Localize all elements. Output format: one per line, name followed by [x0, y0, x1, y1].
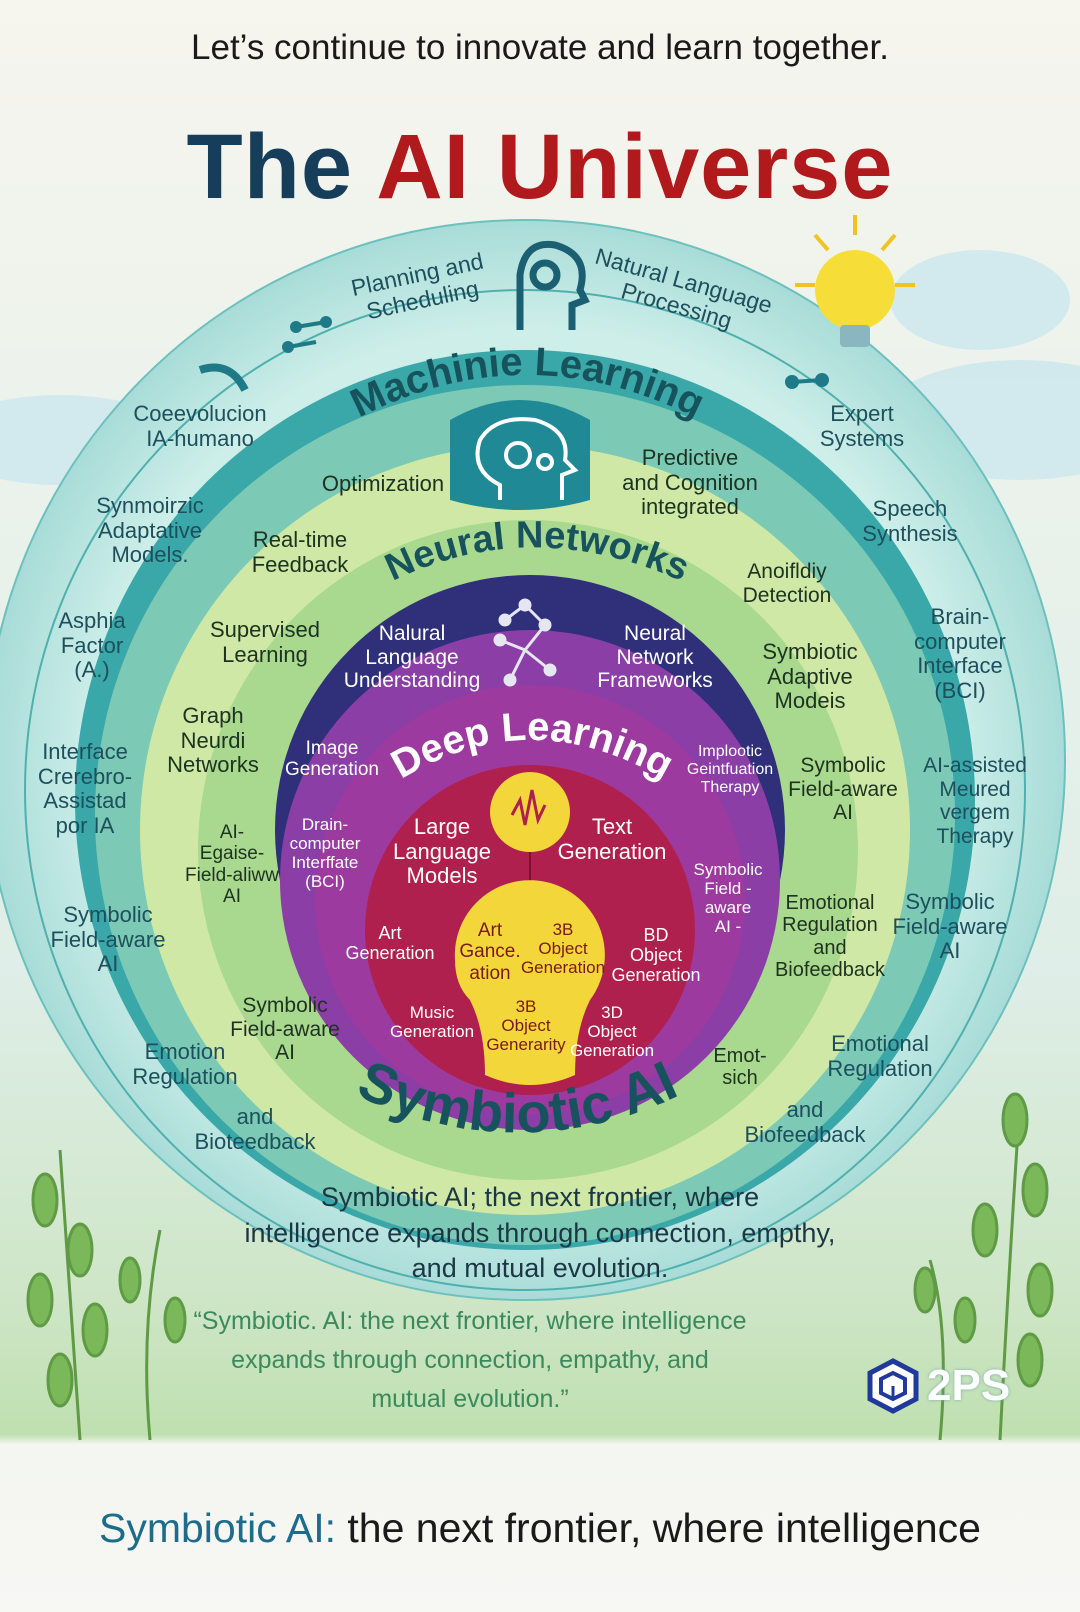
- page-title: The AI Universe: [0, 115, 1080, 220]
- ring-label: and Bioteedback: [194, 1104, 316, 1154]
- neural-network-icon: [493, 598, 557, 687]
- ring-label: BD Object Generation: [611, 925, 701, 986]
- ring-label: Synmoirzic Adaptative Models.: [96, 493, 204, 568]
- waveform-icon: [510, 789, 547, 826]
- ring-label: Art Generation: [345, 923, 435, 964]
- ring-label: Neural Network Frameworks: [597, 622, 713, 693]
- ring-label: 3D Object Generation: [569, 1003, 655, 1061]
- logo-text: 2PS: [927, 1361, 1011, 1410]
- ring-label: Symbolic Field-aware AI: [230, 994, 340, 1065]
- ring-label: Real-time Feedback: [251, 527, 349, 577]
- ring-label: Large Language Models: [393, 814, 491, 889]
- ring-label: Emotional Regulation: [827, 1031, 933, 1081]
- ring-label: Art Gance. ation: [459, 920, 521, 984]
- ring-label: Interface Crerebro- Assistad por IA: [37, 739, 133, 838]
- ring-label: Asphia Factor (A.): [58, 608, 126, 683]
- ring-label: Speech Synthesis: [862, 496, 958, 546]
- ring-label: Expert Systems: [819, 401, 905, 451]
- connector-icons: [198, 316, 829, 392]
- ring-label: 3B Object Generarity: [486, 997, 566, 1055]
- ring-label: Emotional Regulation and Biofeedback: [774, 892, 886, 982]
- plant-right: [913, 1092, 1054, 1441]
- ring-label: Symbolic Field-aware AI: [788, 754, 898, 825]
- title-part-the: The: [186, 116, 354, 218]
- footer-highlight: Symbiotic AI:: [99, 1505, 336, 1551]
- ring-label: 3B Object Generation: [520, 920, 606, 978]
- plant-left: [26, 1149, 187, 1441]
- outer-inner-border: [24, 289, 1026, 1291]
- ring-label: Optimization: [321, 471, 445, 496]
- ring-label: Symbolic Field-aware AI: [50, 902, 166, 977]
- ring-label: Predictive and Cognition integrated: [622, 445, 758, 520]
- ring-label: Supervised Learning: [209, 617, 321, 667]
- ring-label: Image Generation: [284, 738, 380, 781]
- speech-bubble: [490, 772, 570, 852]
- ring-label: Emot- sich: [713, 1045, 767, 1090]
- ring-label: Coeevolucion IA-humano: [133, 401, 267, 451]
- gear-head-icon: [475, 417, 579, 500]
- ring-label: and Biofeedback: [744, 1097, 866, 1147]
- quote: “Symbiotic. AI: the next frontier, where…: [193, 1307, 747, 1413]
- tagline: Let’s continue to innovate and learn tog…: [191, 28, 889, 67]
- cube-logo-icon: [867, 1358, 919, 1414]
- brand-logo: 2PS: [865, 1358, 1010, 1414]
- ml-head-lobe: [450, 400, 590, 510]
- ring-label: AI- Egaise- Field-aliww AI: [185, 822, 279, 907]
- lightbulb-icon: [795, 215, 915, 347]
- ring-label: Brain- computer Interface (BCI): [914, 604, 1006, 703]
- ring-label: AI-assisted Meured vergem Therapy: [923, 754, 1027, 848]
- footer-banner: Symbiotic AI: the next frontier, where i…: [0, 1505, 1080, 1552]
- ring-label: Music Generation: [389, 1003, 475, 1042]
- ring-label: Emotion Regulation: [132, 1039, 238, 1089]
- ring-label: Graph Neurdi Networks: [167, 703, 259, 778]
- caption: Symbiotic AI; the next frontier, where i…: [244, 1182, 836, 1284]
- footer-text: the next frontier, where intelligence: [335, 1505, 981, 1551]
- ring-label: Symbolic Field-aware AI: [892, 889, 1008, 964]
- ring-label: Implootic Geintfuation Therapy: [686, 743, 774, 796]
- ring-label: Symbiotic Adaptive Modeis: [762, 639, 858, 714]
- ring-label: Drain- computer Interffate (BCI): [289, 815, 361, 892]
- head-brain-icon: [516, 240, 590, 330]
- ring-label: Nalural Language Understanding: [343, 622, 481, 693]
- title-part-ai-universe: AI Universe: [376, 116, 894, 218]
- yellow-bulb: [454, 880, 605, 1085]
- ring-label: Text Generation: [557, 814, 667, 864]
- ring-label: Symbolic Field - aware AI -: [693, 860, 763, 937]
- ring-label: Anoifldiy Detection: [742, 560, 832, 607]
